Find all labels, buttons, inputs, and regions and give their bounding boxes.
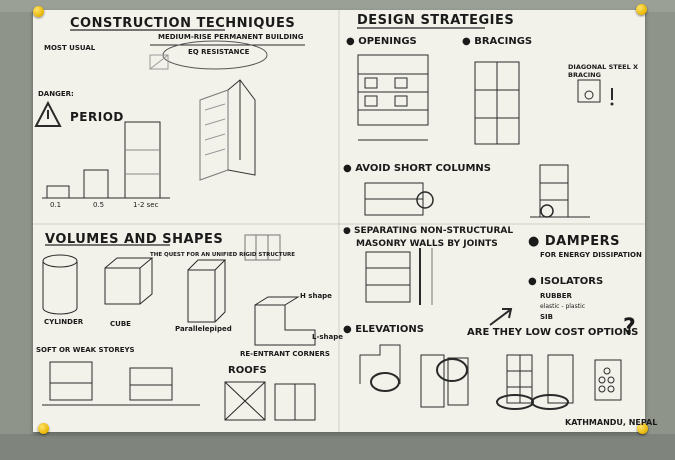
label-dampers: DAMPERS [544, 234, 620, 249]
shape-label-h-shape: H shape [300, 292, 332, 300]
wall-baseboard [0, 434, 675, 460]
label-eq-resistance: EQ RESISTANCE [188, 48, 250, 56]
period-label: 0.5 [93, 201, 105, 209]
period-label: 1-2 sec [133, 201, 159, 209]
label-isolators: ISOLATORS [540, 276, 604, 287]
label-dampers-sub: FOR ENERGY DISSIPATION [540, 251, 642, 259]
shape-label-cylinder: CYLINDER [44, 318, 84, 326]
section-subtitle-medium-rise: MEDIUM-RISE PERMANENT BUILDING [158, 33, 304, 41]
label-separating-2: MASONRY WALLS BY JOINTS [356, 239, 498, 249]
poster-sheet [33, 10, 645, 432]
label-danger: DANGER: [38, 90, 74, 98]
label-low-cost-options: ARE THEY LOW COST OPTIONS [467, 327, 639, 338]
bullet-short-columns: ● AVOID SHORT COLUMNS [343, 163, 491, 174]
label-roofs: ROOFS [228, 365, 267, 376]
pushpin [636, 4, 647, 15]
bullet-elevations: ● ELEVATIONS [343, 324, 424, 335]
signature-kathmandu: KATHMANDU, NEPAL [565, 418, 658, 427]
label-short-columns: AVOID SHORT COLUMNS [355, 163, 491, 174]
shape-label-parallelepiped: Parallelepiped [175, 325, 232, 333]
poster-fold-horizontal [33, 223, 645, 225]
pushpin [33, 6, 44, 17]
bullet-isolators: ● ISOLATORS [528, 276, 604, 287]
label-period: PERIOD [70, 110, 124, 124]
label-sib: SIB [540, 313, 553, 321]
label-bracings: BRACINGS [474, 36, 533, 47]
section-title-volumes: VOLUMES AND SHAPES [45, 232, 224, 247]
bullet-separating: ● SEPARATING NON-STRUCTURAL [343, 226, 514, 236]
section-title-design-strategies: DESIGN STRATEGIES [357, 13, 515, 28]
section-title-construction: CONSTRUCTION TECHNIQUES [70, 16, 296, 31]
pushpin [38, 423, 49, 434]
bullet-bracings: ● BRACINGS [462, 36, 533, 47]
label-separating: SEPARATING NON-STRUCTURAL [354, 226, 514, 236]
label-rubber: RUBBER [540, 292, 572, 300]
label-elastic-plastic: elastic - plastic [540, 303, 586, 310]
label-soft-storeys: SOFT OR WEAK STOREYS [36, 346, 135, 354]
poster-fold-vertical [338, 10, 340, 432]
shape-label-cube: CUBE [110, 320, 131, 328]
pushpin [637, 423, 648, 434]
question-mark: ? [623, 315, 636, 340]
label-most-usual: MOST USUAL [44, 44, 96, 52]
shape-label-l-shape: L-shape [312, 333, 343, 341]
bullet-dampers: ● DAMPERS [528, 234, 620, 249]
volumes-subtitle: THE QUEST FOR AN UNIFIED RIGID STRUCTURE [150, 252, 296, 258]
label-diagonal-bracing: DIAGONAL STEEL X BRACING [568, 63, 638, 79]
wall-background [0, 0, 675, 12]
label-openings: OPENINGS [358, 36, 417, 47]
period-label: 0.1 [50, 201, 62, 209]
label-reentrant-corners: RE-ENTRANT CORNERS [240, 350, 330, 358]
label-elevations: ELEVATIONS [355, 324, 424, 335]
bullet-openings: ● OPENINGS [346, 36, 417, 47]
